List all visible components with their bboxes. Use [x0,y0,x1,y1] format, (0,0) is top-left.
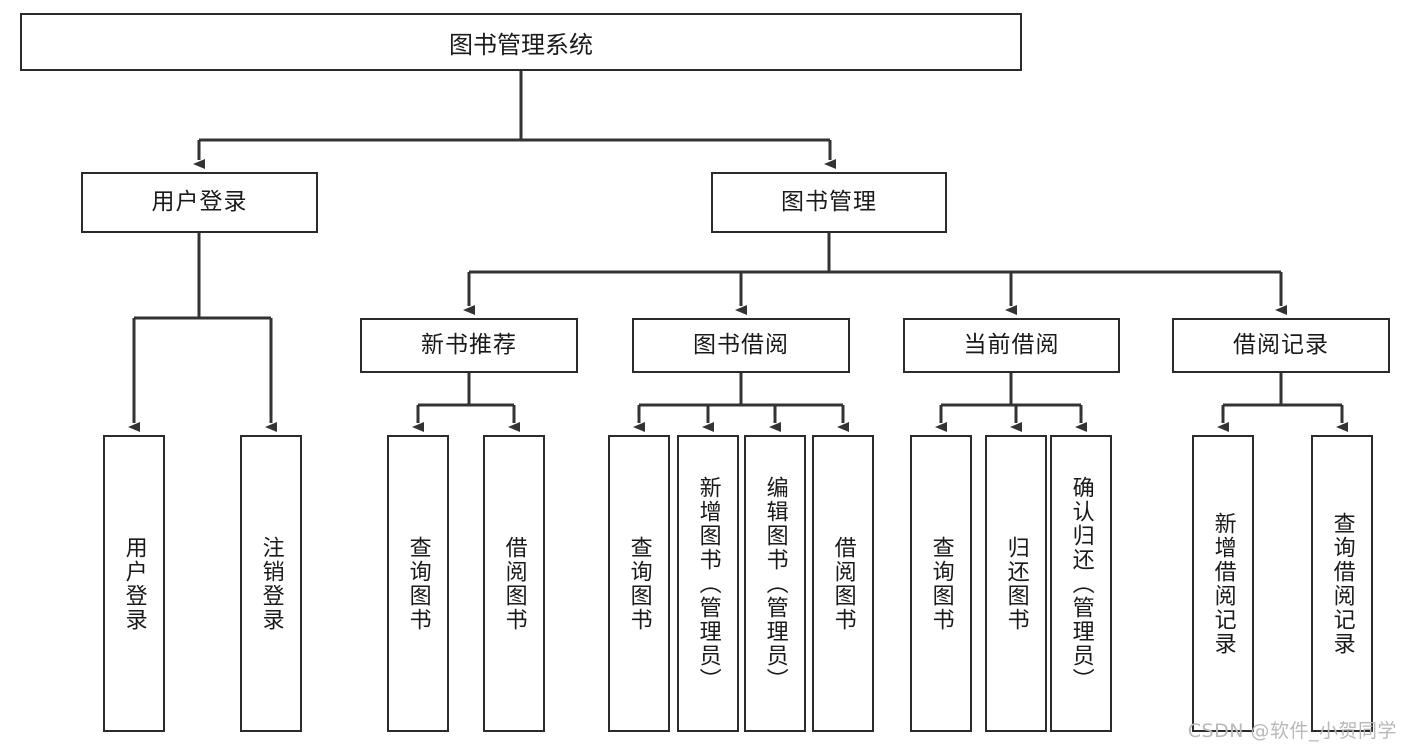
node-add-book-admin-label: 新增图书（管理员） [695,475,721,692]
leaf-content: 归还图书 [989,447,1043,720]
node-query-book-current[interactable]: 查询图书 [910,435,972,732]
leaf-content: 查询图书 [391,447,445,720]
node-query-book-borrow[interactable]: 查询图书 [608,435,670,732]
node-current-borrow-label: 当前借阅 [963,331,1060,358]
node-query-book-recommend-label: 查询图书 [405,535,431,632]
node-confirm-return-admin-label: 确认归还（管理员） [1068,475,1094,692]
node-query-borrow-record[interactable]: 查询借阅记录 [1311,435,1373,732]
node-book-borrow-label: 图书借阅 [693,331,789,358]
node-borrow-book-action[interactable]: 借阅图书 [812,435,874,732]
csdn-watermark: CSDN @软件_小贺同学 [1187,720,1397,742]
node-borrow-record[interactable]: 借阅记录 [1172,318,1390,373]
node-book-management-label: 图书管理 [781,188,877,215]
node-user-login-label: 用户登录 [151,188,248,215]
node-query-book-borrow-label: 查询图书 [626,535,652,632]
node-user-login-action-label: 用户登录 [121,535,147,632]
node-logout-action-label: 注销登录 [258,535,284,632]
leaf-content: 查询图书 [612,447,666,720]
node-query-borrow-record-label: 查询借阅记录 [1329,511,1355,656]
leaf-content: 新增借阅记录 [1196,447,1250,720]
node-root-label: 图书管理系统 [449,30,593,59]
node-borrow-record-label: 借阅记录 [1233,331,1329,358]
node-logout-action[interactable]: 注销登录 [240,435,302,732]
node-user-login-action[interactable]: 用户登录 [103,435,165,732]
leaf-content: 借阅图书 [816,447,870,720]
node-borrow-book-recommend-label: 借阅图书 [501,535,527,632]
leaf-content: 编辑图书（管理员） [748,447,802,720]
leaf-content: 新增图书（管理员） [681,447,735,720]
node-edit-book-admin-label: 编辑图书（管理员） [762,475,788,692]
node-return-book-label: 归还图书 [1003,535,1029,632]
node-current-borrow[interactable]: 当前借阅 [903,318,1120,373]
node-add-borrow-record[interactable]: 新增借阅记录 [1192,435,1254,732]
leaf-content: 借阅图书 [487,447,541,720]
leaf-content: 用户登录 [107,447,161,720]
node-borrow-book-recommend[interactable]: 借阅图书 [483,435,545,732]
node-query-book-current-label: 查询图书 [928,535,954,632]
node-user-login[interactable]: 用户登录 [81,172,318,233]
node-add-book-admin[interactable]: 新增图书（管理员） [677,435,739,732]
node-return-book[interactable]: 归还图书 [985,435,1047,732]
node-add-borrow-record-label: 新增借阅记录 [1210,511,1236,656]
node-book-borrow[interactable]: 图书借阅 [632,318,850,373]
node-edit-book-admin[interactable]: 编辑图书（管理员） [744,435,806,732]
node-book-management[interactable]: 图书管理 [711,172,947,233]
node-new-book-recommend-label: 新书推荐 [421,331,517,358]
leaf-content: 查询借阅记录 [1315,447,1369,720]
node-confirm-return-admin[interactable]: 确认归还（管理员） [1050,435,1112,732]
node-borrow-book-action-label: 借阅图书 [830,535,856,632]
leaf-content: 查询图书 [914,447,968,720]
node-new-book-recommend[interactable]: 新书推荐 [360,318,578,373]
node-query-book-recommend[interactable]: 查询图书 [387,435,449,732]
leaf-content: 注销登录 [244,447,298,720]
node-root[interactable]: 图书管理系统 [20,13,1022,71]
leaf-content: 确认归还（管理员） [1054,447,1108,720]
